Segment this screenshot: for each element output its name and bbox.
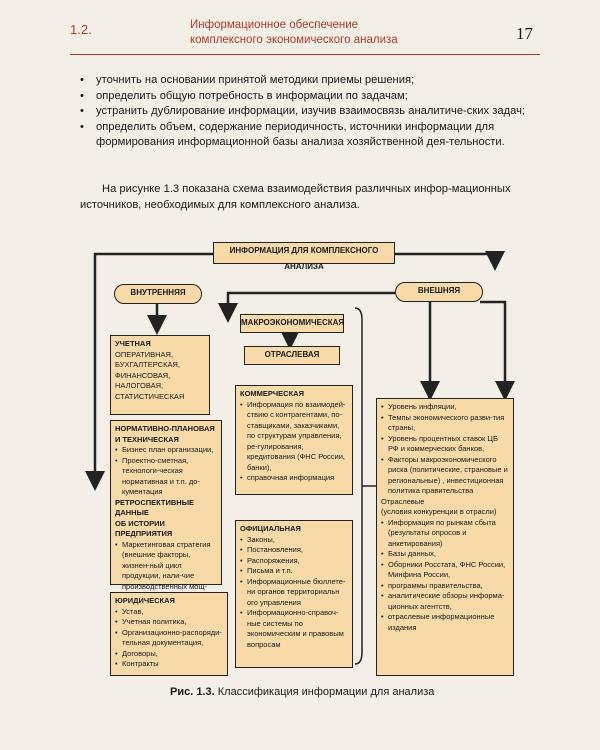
external-box: ВНЕШНЯЯ [395, 282, 483, 302]
bullet-list: •уточнить на основании принятой методики… [80, 73, 540, 151]
accounting-box: УЧЕТНАЯ ОПЕРАТИВНАЯ, БУХГАЛТЕРСКАЯ, ФИНА… [110, 335, 210, 415]
bullet-item: •определить общую потребность в информац… [80, 89, 408, 102]
legal-box: ЮРИДИЧЕСКАЯ Устав, Учетная политика, Орг… [110, 592, 228, 676]
external-list-box: Уровень инфляции, Темпы экономического р… [376, 398, 514, 676]
running-header-line2: комплексного экономического анализа [190, 34, 398, 46]
list-item: аналитические обзоры информа-ционных аге… [381, 591, 509, 612]
list-item: Устав, [115, 607, 223, 618]
commercial-box: КОММЕРЧЕСКАЯ Информация по взаимодей-ств… [235, 385, 353, 495]
running-header: Информационное обеспечение комплексного … [190, 18, 398, 48]
list-item: Проектно-сметная, технологи-ческая норма… [115, 456, 217, 498]
list-item: Оборники Росстата, ФНС России, Минфина Р… [381, 560, 509, 581]
accounting-title: УЧЕТНАЯ [115, 339, 151, 348]
header-rule [70, 54, 540, 55]
bullet-item: •определить объем, содержание периодично… [80, 120, 505, 149]
list-item: Письма и т.п. [240, 566, 348, 577]
figure-caption: Рис. 1.3. Классификация информации для а… [170, 686, 435, 698]
list-item: Бизнес план организации, [115, 445, 217, 456]
macro-box: МАКРОЭКОНОМИЧЕСКАЯ [240, 314, 344, 333]
page-number: 17 [516, 24, 533, 43]
list-item: Законы, [240, 535, 348, 546]
list-item: Факторы макроэкономического риска (полит… [381, 455, 509, 497]
official-box: ОФИЦИАЛЬНАЯ Законы, Постановления, Распо… [235, 520, 353, 668]
list-item: Учетная политика, [115, 617, 223, 628]
list-item: Постановления, [240, 545, 348, 556]
running-header-line1: Информационное обеспечение [190, 19, 359, 31]
list-item: Уровень процентных ставок ЦБ РФ и коммер… [381, 434, 509, 455]
list-item: отраслевые информационные издания [381, 612, 509, 633]
internal-box: ВНУТРЕННЯЯ [114, 284, 202, 304]
list-item: Организационно-распоряди-тельная докумен… [115, 628, 223, 649]
list-item: Распоряжения, [240, 556, 348, 567]
list-item: Информация по взаимодей-ствию с контраге… [240, 400, 348, 474]
list-item: Темпы экономического разви-тия страны, [381, 413, 509, 434]
intro-paragraph: На рисунке 1.3 показана схема взаимодейс… [80, 183, 511, 211]
bullet-item: •устранить дублирование информации, изуч… [80, 105, 526, 118]
list-item: Базы данных, [381, 549, 509, 560]
section-number: 1.2. [70, 22, 92, 37]
bullet-item: •уточнить на основании принятой методики… [80, 74, 415, 86]
list-item: Информация по рынкам сбыта (результаты о… [381, 518, 509, 550]
list-item: программы правительства, [381, 581, 509, 592]
list-item: Информационно-справоч-ные системы по эко… [240, 608, 348, 650]
branch-box: ОТРАСЛЕВАЯ [244, 346, 340, 365]
root-box: ИНФОРМАЦИЯ ДЛЯ КОМПЛЕКСНОГО АНАЛИЗА [213, 242, 395, 271]
list-item: справочная информация [240, 473, 348, 484]
list-item: Информационные бюллете-ни органов террит… [240, 577, 348, 609]
list-item: Контракты [115, 659, 223, 670]
list-item: Уровень инфляции, [381, 402, 509, 413]
normative-box: НОРМАТИВНО-ПЛАНОВАЯ И ТЕХНИЧЕСКАЯ Бизнес… [110, 420, 222, 601]
list-item: Договоры, [115, 649, 223, 660]
